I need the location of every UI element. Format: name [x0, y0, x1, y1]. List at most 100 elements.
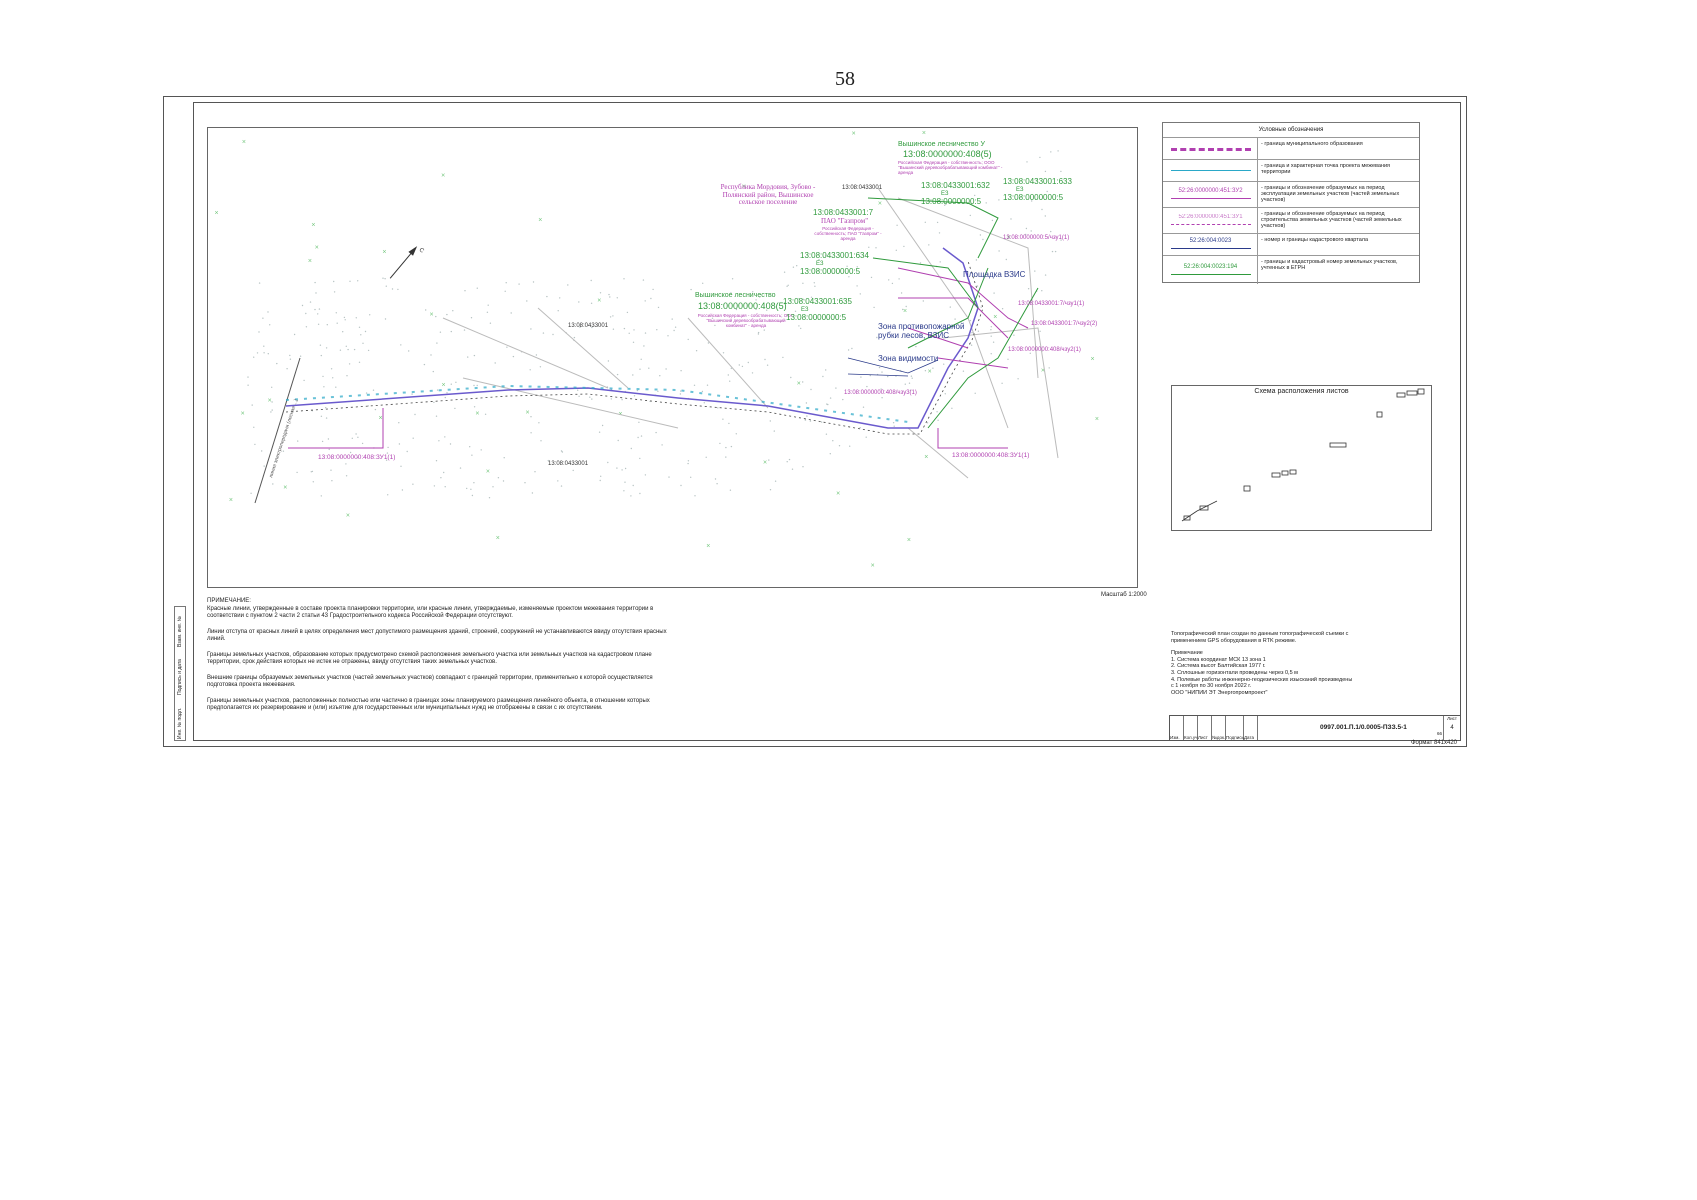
scheme-drawing: [1181, 388, 1425, 522]
note-paragraph: Красные линии, утвержденные в составе пр…: [207, 605, 654, 620]
legend-text: - границы и обозначение образуемых на пе…: [1261, 185, 1400, 203]
legend-code: 52:26:0000000:451:ЗУ2: [1178, 188, 1243, 194]
side-stamp-label: Инв. № подл.: [177, 707, 183, 739]
label-zona-rubki: Зона противопожарной рубки лесов, ВЗИС: [878, 322, 965, 340]
label-zu-r2: 13:08:0433001:7/чзу1(1): [1018, 301, 1085, 307]
side-stamp-label: Взам. инв. №: [177, 616, 183, 647]
note-paragraph: Границы земельных участков, расположенны…: [207, 697, 650, 712]
svg-text:×: ×: [878, 201, 882, 208]
svg-text:×: ×: [1091, 356, 1095, 363]
topo-head: Примечание: [1171, 650, 1203, 657]
label-cad-633: 13:08:0433001:633: [1003, 177, 1072, 186]
topo-note: Топографический план создан по данным то…: [1171, 631, 1356, 696]
topo-item: 2. Система высот Балтийская 1977 г.: [1171, 663, 1266, 670]
topo-item: 1. Система координат МСК 13 зона 1: [1171, 656, 1266, 663]
svg-text:×: ×: [308, 258, 312, 265]
legend-text: - номер и границы кадастрового квартала: [1261, 237, 1369, 243]
legend-code: 52:26:004:0023: [1189, 238, 1232, 244]
svg-text:×: ×: [242, 139, 246, 146]
label-ploshchadka: Площадка ВЗИС: [963, 270, 1026, 279]
stamp-col: Подпись: [1226, 735, 1244, 740]
zone-line: [847, 357, 939, 374]
note-paragraph: Границы земельных участков, образование …: [207, 651, 652, 666]
svg-text:×: ×: [763, 460, 767, 467]
topo-item: 3. Сплошные горизонтали проведены через …: [1171, 669, 1298, 676]
label-zu-r1: 13:08:0000000:5/чзу1(1): [1003, 235, 1070, 241]
svg-text:×: ×: [907, 537, 911, 544]
label-cad-632: 13:08:0433001:632: [921, 181, 990, 190]
svg-text:×: ×: [1007, 234, 1011, 241]
parcel-boundaries: [288, 267, 1029, 449]
svg-text:×: ×: [797, 381, 801, 388]
svg-text:×: ×: [903, 308, 907, 315]
drawing-sheet: [163, 96, 1467, 747]
label-vyshinskoe-mid: Вышинское лесничество: [695, 292, 776, 299]
legend-title: Условные обозначения: [1258, 127, 1324, 133]
svg-text:×: ×: [597, 298, 601, 305]
legend-row: 52:26:004:0023:194 - границы и кадастров…: [1163, 255, 1419, 284]
project-border-symbol: [1171, 170, 1251, 171]
stamp-col: Лист: [1198, 735, 1208, 740]
legend-row: - граница муниципального образования: [1163, 137, 1419, 159]
svg-text:×: ×: [538, 217, 542, 224]
svg-text:×: ×: [486, 468, 490, 475]
stamp-col: Дата: [1244, 735, 1254, 740]
sheet-number-box: Лист 4: [1443, 716, 1460, 740]
svg-text:×: ×: [346, 513, 350, 520]
stamp-col: №док.: [1212, 735, 1226, 740]
notes-block: ПРИМЕЧАНИЕ: Красные линии, утвержденные …: [207, 598, 677, 721]
label-cad-5a: 13:08:0000000:5: [921, 197, 982, 206]
legend-text: - границы и обозначение образуемых на пе…: [1261, 211, 1402, 229]
label-cad-634: 13:08:0433001:634: [800, 251, 869, 260]
label-kv-left: 13:08:0433001: [568, 323, 609, 329]
topo-item: ООО "НИПИИ ЭТ Энергопромпроект": [1171, 689, 1268, 696]
map-area[interactable]: ××××××××××××××××××××××××××××××××××××××××: [207, 127, 1138, 588]
note-paragraph: Линии отступа от красных линий в целях о…: [207, 628, 667, 643]
label-republic: Республика Мордовия, Зубово - Полянский …: [720, 183, 816, 207]
scheme-title: Схема расположения листов: [1254, 388, 1349, 395]
legend-row: 52:26:0000000:451:ЗУ1 - границы и обозна…: [1163, 207, 1419, 233]
svg-text:×: ×: [1095, 416, 1099, 423]
stamp-col: Изм.: [1170, 735, 1180, 740]
svg-text:×: ×: [441, 172, 445, 179]
side-stamp-label: Подпись и дата: [177, 659, 183, 695]
label-gazprom-owner: Российская Федерация - собственность; ПА…: [814, 226, 882, 241]
legend-text: - граница и характерная точка проекта ме…: [1261, 163, 1391, 175]
legend: Условные обозначения - граница муниципал…: [1162, 122, 1420, 284]
north-arrow: С: [389, 246, 425, 279]
svg-text:×: ×: [742, 184, 746, 191]
sheet-label: Лист: [1447, 716, 1457, 721]
legend-code: 52:26:004:0023:194: [1183, 264, 1238, 270]
label-gazprom: ПАО "Газпром": [821, 217, 869, 225]
svg-text:×: ×: [475, 410, 479, 417]
side-stamp: Взам. инв. № Подпись и дата Инв. № подл.: [174, 606, 186, 741]
label-zu-center: 13:08:0000000:408/чзу3(1): [844, 390, 917, 396]
stamp-col: Кол.уч: [1184, 735, 1198, 740]
legend-text: - границы и кадастровый номер земельных …: [1261, 259, 1398, 271]
label-ez-2: ЕЗ: [1016, 187, 1024, 193]
svg-text:×: ×: [315, 244, 319, 251]
legend-row: - граница и характерная точка проекта ме…: [1163, 159, 1419, 181]
label-kv-bottom: 13:08:0433001: [548, 461, 589, 467]
sheet-scheme: Схема расположения листов: [1171, 385, 1432, 531]
svg-text:×: ×: [241, 411, 245, 418]
label-owner-mid: Российская Федерация - собственность; ОО…: [697, 313, 795, 328]
label-ez-3: ЕЗ: [816, 261, 824, 267]
label-owner-top: Российская Федерация - собственность; ОО…: [898, 160, 1003, 175]
svg-text:×: ×: [1041, 368, 1045, 375]
svg-text:×: ×: [283, 485, 287, 492]
page-number: 58: [835, 68, 855, 90]
paper-format: Формат 841х420: [1411, 740, 1458, 746]
label-zu-r3: 13:08:0433001:7/чзу2(2): [1031, 321, 1098, 327]
svg-text:×: ×: [442, 382, 446, 389]
svg-text:×: ×: [706, 543, 710, 550]
note-paragraph: Внешние границы образуемых земельных уча…: [207, 674, 653, 689]
label-ez-4: ЕЗ: [801, 307, 809, 313]
svg-text:×: ×: [311, 222, 315, 229]
label-cad-5d: 13:08:0000000:5: [786, 313, 847, 322]
municipal-border-symbol: [1171, 148, 1251, 151]
svg-text:×: ×: [922, 130, 926, 137]
svg-text:×: ×: [836, 491, 840, 498]
svg-text:×: ×: [526, 410, 530, 417]
svg-text:×: ×: [215, 210, 219, 217]
